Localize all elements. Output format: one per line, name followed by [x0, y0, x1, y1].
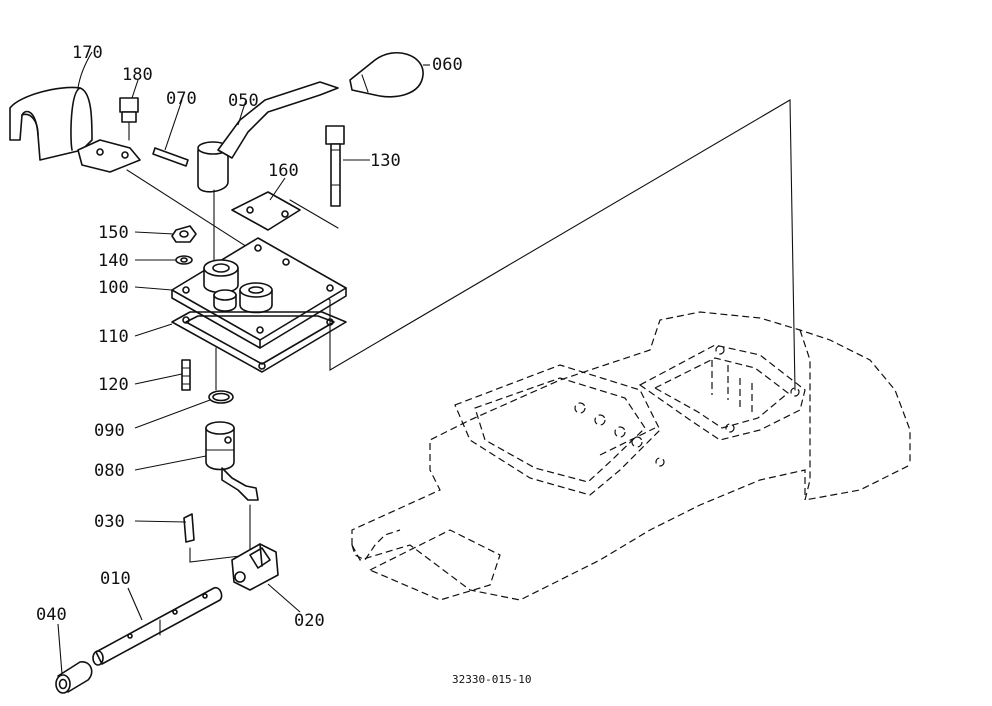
figure-code: 32330-015-10 [452, 673, 531, 686]
label-060: 060 [432, 55, 463, 75]
part-170-guard [9, 86, 141, 173]
transmission-case [351, 311, 911, 601]
label-180: 180 [122, 65, 153, 85]
part-160-plate [231, 191, 301, 231]
label-020: 020 [294, 611, 325, 631]
part-050-lever [197, 81, 339, 263]
label-120: 120 [98, 375, 129, 395]
part-110-gasket [171, 311, 347, 391]
part-010-shaft [92, 586, 223, 666]
label-040: 040 [36, 605, 67, 625]
label-170: 170 [72, 43, 103, 63]
label-030: 030 [94, 512, 125, 532]
part-150-nut [171, 225, 197, 243]
labels: 170 180 070 050 060 130 160 150 140 100 … [36, 43, 531, 686]
label-090: 090 [94, 421, 125, 441]
part-090-oring [208, 390, 234, 404]
part-180-bolt [119, 97, 139, 141]
assembly-line-2 [289, 199, 339, 229]
label-100: 100 [98, 278, 129, 298]
part-070-pin [152, 147, 189, 167]
part-130-bolt [325, 125, 345, 207]
label-070: 070 [166, 89, 197, 109]
label-160: 160 [268, 161, 299, 181]
part-020-block [231, 543, 279, 591]
label-140: 140 [98, 251, 129, 271]
part-120-stud [181, 359, 191, 391]
part-100-cover [171, 237, 347, 349]
part-030-pin [183, 513, 241, 563]
label-130: 130 [370, 151, 401, 171]
part-140-washer [175, 255, 193, 265]
part-040-cap [55, 661, 93, 694]
part-060-knob [349, 51, 424, 98]
part-080-arm [205, 421, 259, 551]
label-150: 150 [98, 223, 129, 243]
label-080: 080 [94, 461, 125, 481]
label-110: 110 [98, 327, 129, 347]
label-010: 010 [100, 569, 131, 589]
leader-lines [57, 51, 430, 675]
label-050: 050 [228, 91, 259, 111]
